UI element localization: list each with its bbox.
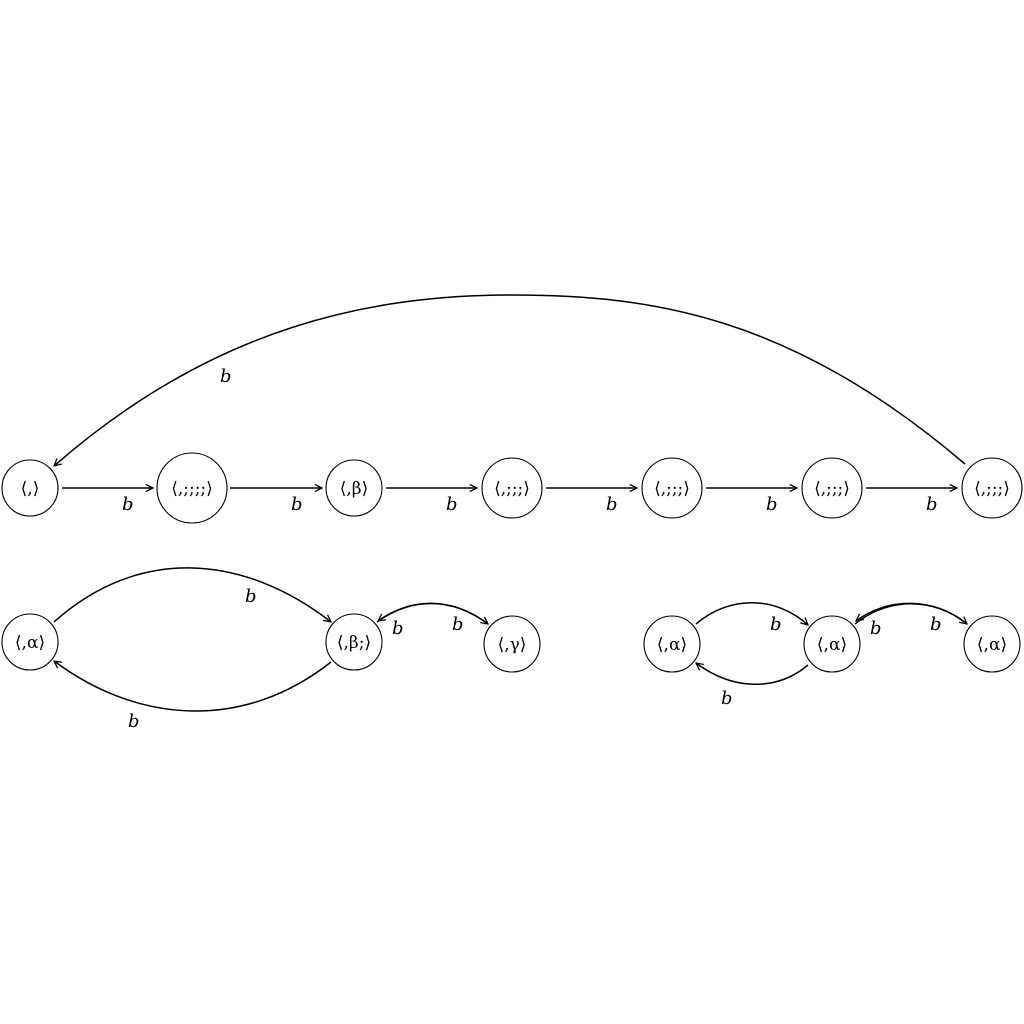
edge-label: b (770, 614, 782, 635)
state-label: ⟨,;;;⟩ (654, 479, 690, 499)
edge-b1-b2 (53, 567, 331, 622)
state-node[interactable]: ⟨,;;;⟩ (961, 457, 1023, 519)
edge-c1-c2 (695, 602, 808, 625)
state-node[interactable]: ⟨,;;;⟩ (481, 457, 543, 519)
state-label: ⟨,;;;⟩ (814, 479, 850, 499)
state-label: ⟨,α⟩ (817, 635, 847, 655)
edge-a7-a1 (54, 294, 966, 466)
edge-label: b (930, 614, 942, 635)
edge-label: b (870, 618, 882, 639)
state-node[interactable]: ⟨,β;⟩ (325, 613, 383, 671)
state-node[interactable]: ⟨,α⟩ (963, 615, 1021, 673)
state-node[interactable]: ⟨,;;;;⟩ (156, 452, 228, 524)
edge-label: b (128, 711, 140, 732)
state-label: ⟨,β;⟩ (337, 633, 371, 653)
state-label: ⟨,α⟩ (657, 635, 687, 655)
state-label: ⟨,β⟩ (340, 479, 369, 499)
state-label: ⟨,⟩ (21, 479, 40, 499)
state-node[interactable]: ⟨,;;;⟩ (641, 457, 703, 519)
edge-label: b (606, 494, 618, 515)
state-label: ⟨,α⟩ (15, 633, 45, 653)
state-node[interactable]: ⟨,α⟩ (803, 615, 861, 673)
state-label: ⟨,;;;⟩ (494, 479, 530, 499)
edge-label: b (446, 494, 458, 515)
edge-label: b (220, 366, 232, 387)
state-node[interactable]: ⟨,;;;⟩ (801, 457, 863, 519)
state-node[interactable]: ⟨,β⟩ (325, 459, 383, 517)
state-label: ⟨,γ⟩ (498, 635, 527, 655)
nodes: ⟨,⟩ ⟨,;;;;⟩ ⟨,β⟩ ⟨,;;;⟩ ⟨,;;;⟩ ⟨,;;;⟩ ⟨,… (1, 452, 1023, 673)
edge-b3-b2 (378, 602, 489, 625)
edges: b b b b b b b b b b b b b b b (53, 294, 968, 732)
state-node[interactable]: ⟨,⟩ (1, 459, 59, 517)
edge-label: b (452, 614, 464, 635)
edge-label: b (392, 618, 404, 639)
state-node[interactable]: ⟨,γ⟩ (483, 615, 541, 673)
state-label: ⟨,;;;;⟩ (171, 479, 213, 499)
edge-label: b (721, 688, 733, 709)
edge-label: b (926, 494, 938, 515)
state-node[interactable]: ⟨,α⟩ (643, 615, 701, 673)
state-node[interactable]: ⟨,α⟩ (1, 613, 59, 671)
edge-c3-c2 (856, 602, 968, 625)
edge-label: b (291, 494, 303, 515)
edge-label: b (122, 494, 134, 515)
edge-b2-b1 (54, 661, 332, 712)
state-label: ⟨,;;;⟩ (974, 479, 1010, 499)
edge-label: b (245, 586, 257, 607)
edge-c2-c1 (696, 663, 809, 685)
edge-label: b (766, 494, 778, 515)
state-label: ⟨,α⟩ (977, 635, 1007, 655)
